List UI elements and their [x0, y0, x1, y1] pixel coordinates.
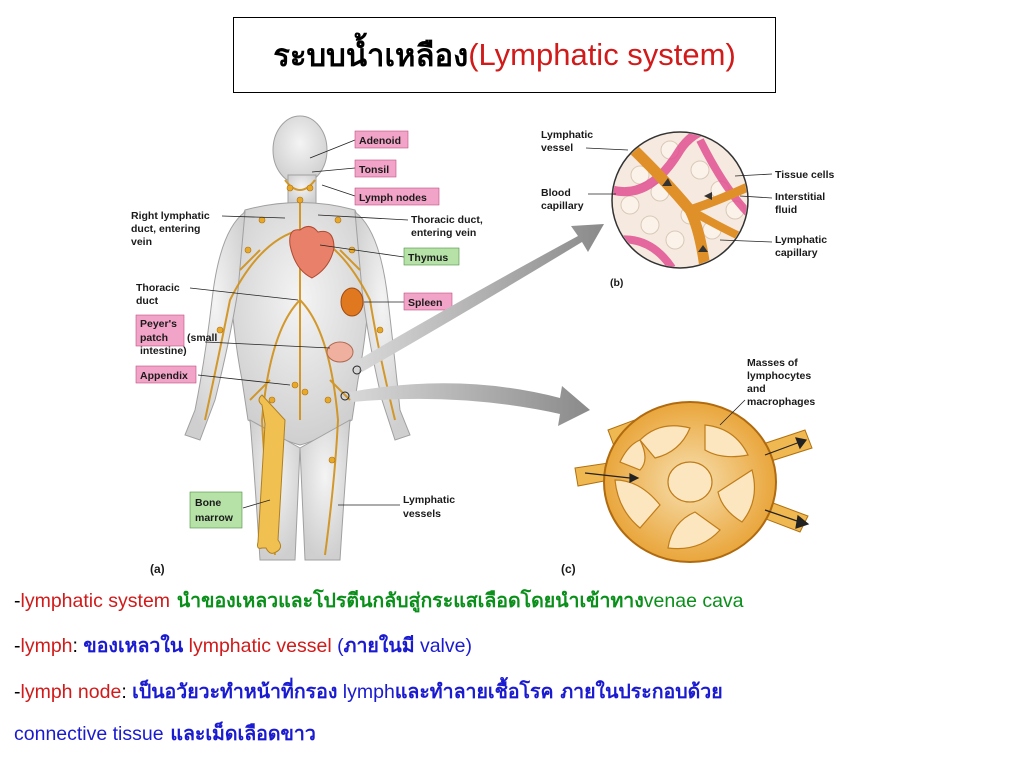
line1-term: lymphatic system — [20, 590, 171, 612]
thoracic-entering-label-2: entering vein — [411, 227, 476, 239]
line-lymph: -lymph: ของเหลวใน lymphatic vessel (ภายใ… — [14, 630, 472, 661]
lymphatic-figure: Adenoid Tonsil Lymph nodes Spleen Peyer'… — [131, 115, 835, 576]
thymus-box — [403, 247, 460, 266]
interstitial-label-1: Interstitial — [775, 191, 825, 203]
peyers-label-2: patch — [140, 332, 168, 344]
spleen-label: Spleen — [408, 297, 442, 309]
lymphatic-vessels-label-2: vessels — [403, 508, 441, 520]
right-lymphatic-label-3: vein — [131, 236, 152, 248]
line2-paren: ( — [331, 635, 344, 657]
masses-label-1: Masses of — [747, 357, 798, 369]
lymphatic-capillary-label-2: capillary — [775, 247, 818, 259]
line2-dash: - — [14, 635, 21, 657]
line1-venae-cava: venae cava — [643, 590, 744, 612]
title-box: ระบบน้ำเหลือง(Lymphatic system) — [233, 17, 776, 93]
lymphatic-vessels-label-1: Lymphatic — [403, 494, 455, 506]
lymphatic-vessel-label-1: Lymphatic — [541, 129, 593, 141]
line3-colon: : — [121, 681, 133, 703]
line3-lymph: lymph — [337, 681, 395, 703]
arrow-to-c — [350, 383, 590, 426]
lymphatic-capillary-label-1: Lymphatic — [775, 234, 827, 246]
appendix-box — [135, 365, 197, 384]
line2-valve: valve) — [414, 635, 472, 657]
peyers-patch-box — [135, 314, 185, 347]
lymph-node — [574, 401, 813, 563]
figure-b-label: (b) — [610, 277, 623, 289]
title-english: (Lymphatic system) — [468, 37, 736, 72]
peyers-label-1: Peyer's — [140, 318, 177, 330]
bone-marrow-label-1: Bone — [195, 497, 221, 509]
blood-capillary-label-1: Blood — [541, 187, 571, 199]
line3-thai1: เป็นอวัยวะทำหน้าที่กรอง — [132, 680, 338, 703]
tonsil-box — [354, 159, 397, 178]
tissue-cells-label: Tissue cells — [775, 169, 835, 181]
right-lymphatic-label-2: duct, entering — [131, 223, 200, 235]
line-lymph-node: -lymph node: เป็นอวัยวะทำหน้าที่กรอง lym… — [14, 676, 723, 707]
adenoid-label: Adenoid — [359, 135, 401, 147]
adenoid-box — [354, 130, 409, 149]
thoracic-duct-label-2: duct — [136, 295, 159, 307]
title-thai: ระบบน้ำเหลือง — [273, 38, 469, 74]
line-connective-tissue: connective tissue และเม็ดเลือดขาว — [14, 718, 316, 749]
blood-capillary-label-2: capillary — [541, 200, 584, 212]
tonsil-label: Tonsil — [359, 164, 389, 176]
bone-marrow-label-2: marrow — [195, 512, 234, 524]
figure-a-label: (a) — [150, 562, 165, 576]
interstitial-label-2: fluid — [775, 204, 797, 216]
lymphatic-vessel-label-2: vessel — [541, 142, 573, 154]
line2-thai2: ภายในมี — [343, 634, 415, 657]
lymph-nodes-box — [354, 187, 440, 206]
arrow-to-b — [358, 224, 604, 372]
right-lymphatic-label-1: Right lymphatic — [131, 210, 210, 222]
small-intestine-label-2: intestine) — [140, 345, 187, 357]
thoracic-entering-label-1: Thoracic duct, — [411, 214, 483, 226]
line2-thai1: ของเหลวใน — [83, 634, 184, 657]
thymus-label: Thymus — [408, 252, 448, 264]
thoracic-duct-label-1: Thoracic — [136, 282, 180, 294]
line3-term: lymph node — [20, 681, 122, 703]
line2-colon: : — [72, 635, 84, 657]
masses-label-2: lymphocytes — [747, 370, 811, 382]
line4-thai: และเม็ดเลือดขาว — [163, 722, 316, 745]
line2-vessel: lymphatic vessel — [183, 635, 332, 657]
spleen-box — [403, 292, 453, 311]
line1-dash: - — [14, 590, 21, 612]
masses-label-3: and — [747, 383, 766, 395]
line3-thai2: และทำลายเชื้อโรค ภายในประกอบด้วย — [394, 680, 723, 703]
line3-dash: - — [14, 681, 21, 703]
line2-term: lymph — [20, 635, 73, 657]
line-lymphatic-system: -lymphatic system นำของเหลวและโปรตีนกลับ… — [14, 585, 744, 616]
small-intestine-label-1: (small — [187, 332, 217, 344]
bone-marrow-box — [189, 491, 243, 529]
lymph-nodes-label: Lymph nodes — [359, 192, 427, 204]
figure-c-label: (c) — [561, 562, 576, 576]
line4-connective: connective tissue — [14, 723, 164, 745]
appendix-label: Appendix — [140, 370, 188, 382]
tissue-circle — [611, 131, 749, 269]
masses-label-4: macrophages — [747, 396, 815, 408]
human-body — [184, 115, 411, 561]
line1-thai: นำของเหลวและโปรตีนกลับสู่กระแสเลือดโดยนำ… — [170, 589, 644, 612]
